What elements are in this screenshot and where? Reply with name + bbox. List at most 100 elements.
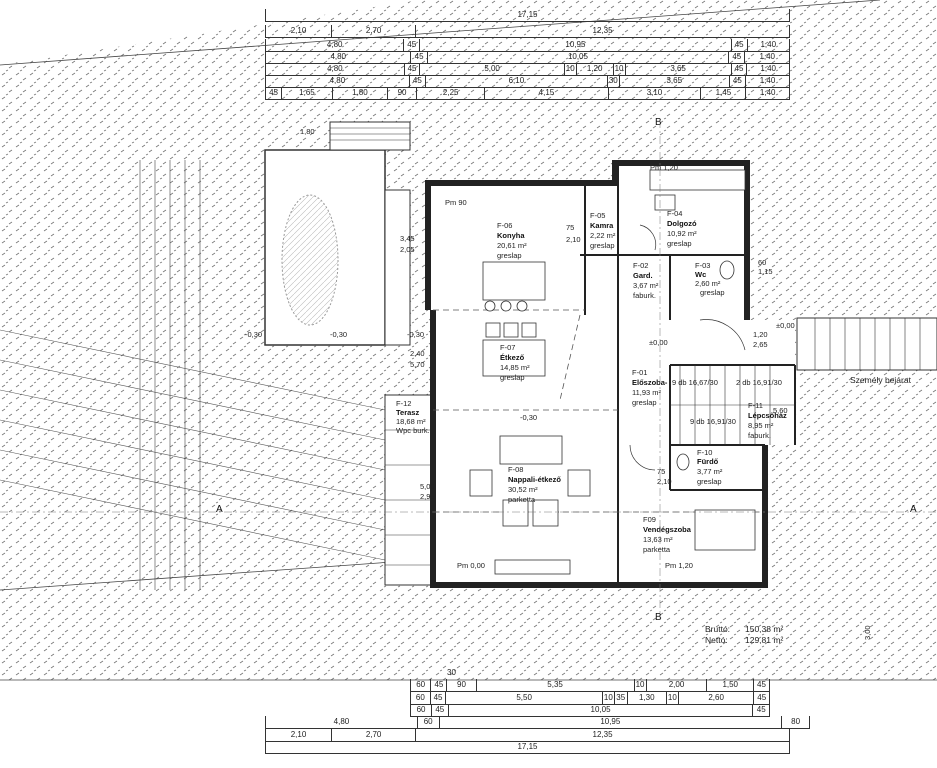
svg-text:greslap: greslap xyxy=(632,398,657,407)
dining-table xyxy=(482,339,546,377)
svg-text:60: 60 xyxy=(758,258,766,267)
svg-text:greslap: greslap xyxy=(667,239,692,248)
dimension-value: 3,65 xyxy=(618,75,729,87)
dimension-value: 1,30 xyxy=(626,692,666,704)
svg-text:8,95 m²: 8,95 m² xyxy=(748,421,774,430)
dimension-value: 60 xyxy=(410,679,430,691)
dimension-value: 30 xyxy=(606,75,618,87)
dimension-value: 45 xyxy=(728,51,744,63)
dimension-value: 60 xyxy=(410,692,430,704)
svg-text:Fürdő: Fürdő xyxy=(697,457,719,466)
furniture xyxy=(469,169,756,575)
svg-text:-0,30: -0,30 xyxy=(330,330,347,339)
svg-text:3,77 m²: 3,77 m² xyxy=(697,467,723,476)
dimension-value: 3,65 xyxy=(624,63,731,75)
dimension-value: 45 xyxy=(265,87,281,99)
svg-text:1,80: 1,80 xyxy=(300,127,315,136)
section-b-top: B xyxy=(655,117,662,128)
svg-text:faburk.: faburk. xyxy=(748,431,771,440)
bed xyxy=(694,509,756,551)
svg-text:-0,30: -0,30 xyxy=(407,330,424,339)
dimension-value: 1,40 xyxy=(746,39,790,51)
terrace xyxy=(384,394,434,586)
svg-text:1,15: 1,15 xyxy=(758,267,773,276)
svg-text:5,00: 5,00 xyxy=(420,482,435,491)
svg-text:9 db 16,67/30: 9 db 16,67/30 xyxy=(672,378,718,387)
svg-text:greslap: greslap xyxy=(700,288,725,297)
dimension-value: 4,80 xyxy=(265,63,404,75)
dimension-value: 1,45 xyxy=(700,87,745,99)
dimension-value: 10,95 xyxy=(419,39,731,51)
dimension-value: 4,80 xyxy=(265,75,409,87)
dimension-value: 90 xyxy=(387,87,416,99)
dimension-value: 45 xyxy=(752,704,770,716)
staircase xyxy=(670,365,795,445)
dimension-value: 80 xyxy=(781,716,810,728)
svg-text:Nappali-étkező: Nappali-étkező xyxy=(508,475,561,484)
section-a-left: A xyxy=(216,504,223,515)
svg-text:3,67 m²: 3,67 m² xyxy=(633,281,659,290)
svg-text:3,00: 3,00 xyxy=(863,625,872,640)
svg-text:129,81 m²: 129,81 m² xyxy=(745,635,783,645)
dimension-value: 6,10 xyxy=(424,75,607,87)
dimension-row: 17,15 xyxy=(265,9,790,22)
sofa xyxy=(499,435,563,465)
dimension-value: 35 xyxy=(613,692,627,704)
svg-text:Konyha: Konyha xyxy=(497,231,525,240)
svg-text:5,70: 5,70 xyxy=(410,360,425,369)
svg-text:75: 75 xyxy=(657,467,665,476)
annotations: ±0,00 ±0,00 -0,30 -0,30 -0,30 -0,30 Pm 0… xyxy=(0,117,937,640)
svg-text:Vendégszoba: Vendégszoba xyxy=(643,525,692,534)
svg-text:F-12: F-12 xyxy=(396,399,411,408)
dimension-value: 45 xyxy=(728,75,745,87)
dimension-value: 3,10 xyxy=(607,87,701,99)
svg-text:Előszoba-: Előszoba- xyxy=(632,378,668,387)
svg-text:±0,00: ±0,00 xyxy=(776,321,795,330)
svg-text:Gard.: Gard. xyxy=(633,271,653,280)
svg-text:Wc: Wc xyxy=(695,270,706,279)
svg-text:18,68 m²: 18,68 m² xyxy=(396,417,426,426)
svg-text:2,40: 2,40 xyxy=(410,349,425,358)
dimension-value: 4,80 xyxy=(265,39,403,51)
svg-text:2,10: 2,10 xyxy=(657,477,672,486)
svg-text:Pm 1,20: Pm 1,20 xyxy=(650,163,678,172)
dimension-value: 45 xyxy=(403,63,420,75)
svg-text:1,20: 1,20 xyxy=(753,330,768,339)
dimension-value: 10 xyxy=(563,63,575,75)
bottom-dimension-small: 30 xyxy=(447,668,456,677)
dimension-value: 2,00 xyxy=(645,679,707,691)
dimension-value: 45 xyxy=(429,692,446,704)
dimension-value: 17,15 xyxy=(265,741,790,753)
svg-text:14,85 m²: 14,85 m² xyxy=(500,363,530,372)
svg-text:F-10: F-10 xyxy=(697,448,712,457)
svg-text:F09: F09 xyxy=(643,515,656,524)
svg-text:-0,30: -0,30 xyxy=(245,330,262,339)
upper-stairs xyxy=(329,121,411,151)
dimension-value: 45 xyxy=(730,63,747,75)
dimension-value: 1,40 xyxy=(744,75,791,87)
dimension-value: 10,05 xyxy=(447,704,753,716)
svg-text:F-01: F-01 xyxy=(632,368,647,377)
dimension-value: 1,20 xyxy=(575,63,613,75)
svg-text:5,60: 5,60 xyxy=(773,406,788,415)
desk xyxy=(649,169,746,191)
svg-text:2,05: 2,05 xyxy=(400,245,415,254)
terrain-slope-lines xyxy=(0,329,386,561)
svg-text:Lépcsőház: Lépcsőház xyxy=(748,411,787,420)
svg-text:13,63 m²: 13,63 m² xyxy=(643,535,673,544)
section-a-right: A xyxy=(910,504,917,515)
dimension-value: 45 xyxy=(753,692,770,704)
